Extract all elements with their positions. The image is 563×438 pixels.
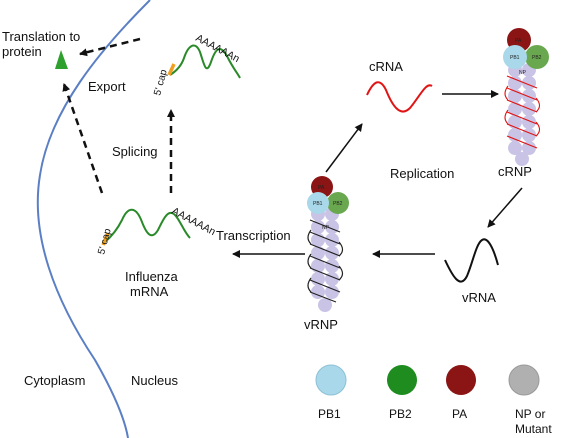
legend-pa-swatch — [446, 365, 476, 395]
crnp-pb2-subunit — [525, 45, 549, 69]
crnp-pb1-label: PB1 — [510, 55, 520, 61]
spliced-mrna: 5' cap AAAAAAn — [152, 32, 241, 97]
crna-label: cRNA — [369, 59, 403, 74]
vrnp-pb2-label: PB2 — [333, 201, 343, 207]
cap-bottom-label: 5' cap — [96, 227, 114, 256]
crnp-to-vrna-arrow — [487, 187, 523, 228]
crnp-np-label: NP — [519, 70, 527, 76]
replication-label: Replication — [390, 166, 454, 181]
vrna-label: vRNA — [462, 290, 496, 305]
protein-triangle-icon — [55, 50, 68, 69]
vrnp-rna-helix — [309, 219, 341, 303]
nuclear-membrane — [36, 0, 151, 438]
cap-bottom-marker — [101, 232, 110, 246]
legend-np-label-tspan: NP or — [515, 407, 545, 421]
legend-pb2-swatch — [387, 365, 417, 395]
legend-np-label-tspan2: Mutant — [515, 422, 552, 436]
vrnp-pa-label: PA — [318, 185, 325, 191]
legend-pa-label: PA — [452, 407, 467, 421]
crna-strand — [366, 81, 433, 113]
crnp-label: cRNP — [498, 164, 532, 179]
crnp-rna-helix — [506, 75, 538, 149]
nucleus-label: Nucleus — [131, 373, 178, 388]
vrnp-pb2-subunit — [327, 192, 349, 214]
crnp-pb1-subunit — [503, 45, 527, 69]
transcription-label: Transcription — [216, 228, 291, 243]
crnp-pb2-label: PB2 — [532, 55, 542, 61]
vrnp-np-beads — [311, 207, 339, 312]
mrna-label-line1: Influenza — [125, 269, 179, 284]
splicing-label: Splicing — [112, 144, 158, 159]
mrna-label-line2: mRNA — [130, 284, 169, 299]
vrnp-pb1-label: PB1 — [313, 201, 323, 207]
vrna-strand — [444, 238, 499, 283]
influenza-mrna: 5' cap AAAAAAn — [96, 205, 217, 256]
vrnp-pb1-subunit — [307, 192, 329, 214]
cap-top-label: 5' cap — [152, 68, 170, 97]
legend-pb1-label: PB1 — [318, 407, 341, 421]
polya-top-label: AAAAAAn — [194, 32, 242, 65]
legend-np-swatch — [508, 364, 540, 396]
vrnp-to-crna-arrow — [325, 123, 363, 173]
translation-label-line1: Translation to — [2, 29, 80, 44]
legend-pb2-label: PB2 — [389, 407, 412, 421]
crnp-pa-label: PA — [515, 38, 522, 44]
crnp-complex: PA PB1 PB2 NP — [503, 28, 549, 166]
vrnp-label: vRNP — [304, 317, 338, 332]
export-arrow — [79, 37, 141, 57]
legend-pb1-swatch — [315, 364, 347, 396]
translation-label-line2: protein — [2, 44, 42, 59]
vrnp-complex: PA PB1 PB2 NP — [307, 176, 349, 312]
legend-np-label-line2: Mutant — [515, 422, 552, 436]
cytoplasm-label: Cytoplasm — [24, 373, 85, 388]
legend: PB1 PB2 PA NP or Mutant — [315, 364, 552, 436]
unspliced-export-arrow — [62, 83, 104, 194]
export-label: Export — [88, 79, 126, 94]
cap-top-marker — [167, 63, 176, 76]
vrnp-np-label: NP — [322, 225, 330, 231]
polya-bottom-label: AAAAAAn — [170, 205, 218, 238]
legend-np-label-line1: NP or — [515, 407, 545, 421]
